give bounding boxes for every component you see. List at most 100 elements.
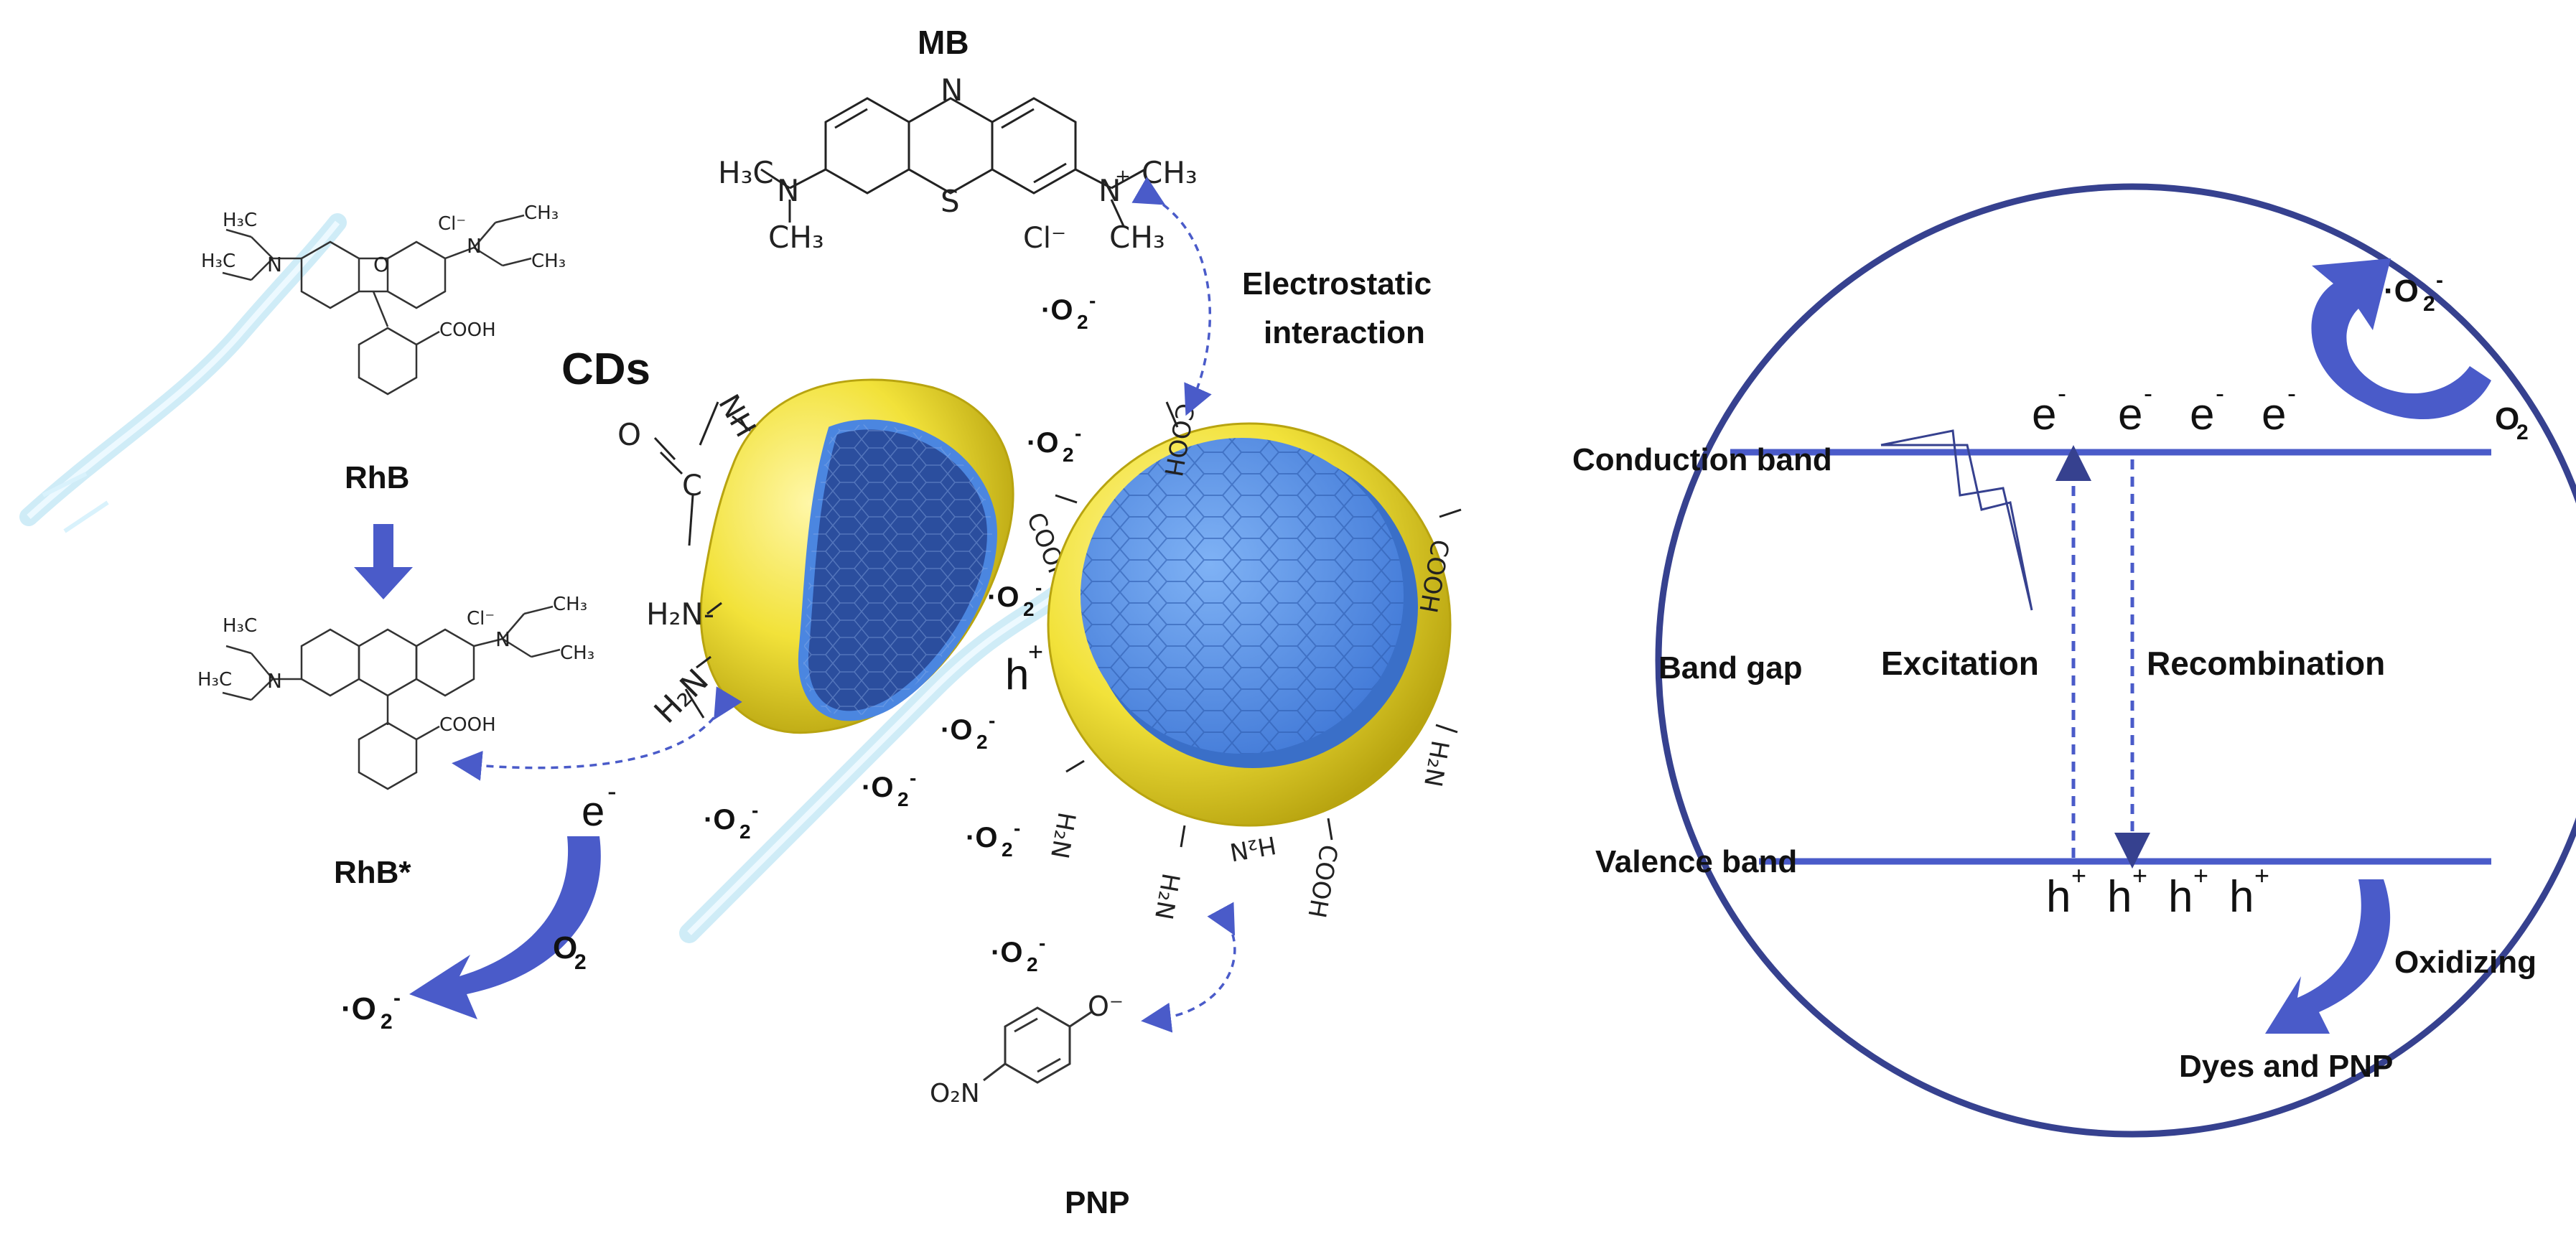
rhb-n-right: N: [467, 234, 482, 258]
cb-electrons: e- e- e- e-: [2032, 378, 2296, 439]
band-gap-label: Band gap: [1658, 650, 1802, 686]
svg-text:2: 2: [2423, 292, 2435, 316]
electron-transfer-arrow: [409, 836, 601, 1019]
superoxide-left: ·O 2 -: [341, 986, 401, 1034]
svg-text:·O: ·O: [1027, 427, 1058, 459]
svg-text:O: O: [553, 930, 577, 965]
reduction-cycle-arrow: [2311, 258, 2491, 419]
svg-text:e: e: [2262, 390, 2286, 439]
rhb-label: RhB: [345, 460, 409, 495]
mb-plus: +: [1115, 166, 1131, 187]
svg-text:h: h: [1005, 650, 1029, 698]
rhbs-n-right: N: [495, 627, 510, 651]
rhbs-cooh: COOH: [439, 714, 496, 736]
hemisphere-functional-groups: [653, 401, 751, 719]
svg-text:2: 2: [381, 1010, 393, 1034]
mb-h3c-left: H₃C: [718, 155, 774, 190]
rhb-star-molecule: [222, 605, 561, 790]
svg-text:2: 2: [1077, 311, 1088, 333]
pnp-o-minus: O⁻: [1088, 991, 1124, 1022]
svg-text:+: +: [2254, 861, 2269, 890]
svg-text:-: -: [2216, 378, 2224, 408]
rhbs-ch3-1: CH₃: [553, 594, 587, 615]
vb-holes: h+ h+ h+ h+: [2046, 861, 2269, 922]
svg-text:-: -: [1089, 289, 1096, 312]
cds-label: CDs: [561, 345, 650, 394]
svg-text:·O: ·O: [987, 581, 1019, 613]
hemi-o: O: [617, 417, 641, 452]
svg-text:·O: ·O: [941, 714, 972, 746]
rhb-ch3-2: CH₃: [531, 251, 566, 272]
svg-text:2: 2: [976, 731, 988, 753]
rhb-molecule: [222, 214, 532, 396]
svg-text:·O: ·O: [2384, 273, 2419, 309]
svg-text:2: 2: [1023, 598, 1035, 620]
rhb-cooh: COOH: [439, 319, 496, 341]
oxidizing-arrow: [2265, 879, 2391, 1034]
svg-text:-: -: [393, 986, 401, 1010]
electron-left: e -: [582, 777, 617, 835]
rhbs-h3c-1: H₃C: [223, 615, 257, 637]
svg-text:e: e: [2118, 390, 2142, 439]
rhb-h3c-2: H₃C: [201, 251, 235, 272]
mb-molecule: [760, 97, 1146, 227]
rhb-n-left: N: [267, 253, 282, 276]
svg-text:+: +: [2071, 861, 2086, 890]
svg-text:2: 2: [574, 950, 587, 974]
pnp-molecule: [983, 1006, 1092, 1084]
svg-text:2: 2: [1063, 444, 1074, 466]
svg-text:+: +: [1028, 637, 1043, 666]
svg-text:h: h: [2229, 872, 2254, 922]
svg-text:2: 2: [739, 820, 751, 843]
svg-text:·O: ·O: [862, 772, 893, 803]
svg-text:-: -: [607, 777, 617, 807]
svg-text:Electrostatic: Electrostatic: [1242, 266, 1432, 301]
rhb-chloride: Cl⁻: [438, 213, 466, 235]
svg-text:O: O: [2495, 401, 2519, 436]
svg-text:·O: ·O: [341, 991, 376, 1026]
superoxide-band: ·O 2 -: [2384, 268, 2443, 316]
pnp-o2n: O₂N: [930, 1079, 980, 1108]
mb-ch3-right-2: CH₃: [1109, 220, 1165, 255]
oxidizing-label: Oxidizing: [2394, 945, 2537, 980]
sphere-h2n-left: H₂N: [1045, 810, 1081, 861]
mb-ch3-left: CH₃: [768, 220, 824, 255]
light-glow-left: [19, 213, 347, 533]
svg-text:-: -: [2436, 268, 2443, 292]
hole-sphere: h +: [1005, 637, 1043, 698]
light-bolt-icon: [1880, 429, 2033, 611]
svg-text:-: -: [989, 709, 995, 731]
cd-hemisphere: [699, 378, 1014, 734]
svg-text:h: h: [2107, 872, 2132, 922]
rhb-h3c-1: H₃C: [223, 210, 257, 231]
sphere-nh2-bottom: H₂N: [1228, 830, 1279, 866]
band-circle: [1655, 183, 2576, 1138]
svg-text:2: 2: [2516, 421, 2529, 444]
svg-text:2: 2: [897, 788, 909, 810]
mb-s-atom: S: [941, 184, 960, 219]
svg-text:e: e: [2032, 390, 2056, 439]
mb-n-atom: N: [941, 73, 963, 108]
rhb-conversion-arrow: [354, 524, 413, 599]
band-diagram: e- e- e- e- h+ h+ h+ h+ Conduction band …: [1572, 183, 2576, 1138]
hemi-h2n: H₂N: [648, 663, 716, 731]
svg-text:2: 2: [1027, 953, 1038, 976]
rhbs-n-left: N: [267, 669, 282, 693]
svg-text:+: +: [2193, 861, 2208, 890]
mb-n-left: N: [777, 173, 799, 208]
svg-text:e: e: [2190, 390, 2214, 439]
pnp-label: PNP: [1065, 1185, 1129, 1220]
sphere-h2n-bottom-left: H₂N: [1149, 871, 1185, 922]
electrostatic-label: Electrostatic interaction: [1242, 266, 1432, 350]
rhbs-ch3-2: CH₃: [560, 642, 594, 664]
dyes-pnp-label: Dyes and PNP: [2179, 1049, 2393, 1084]
svg-text:-: -: [752, 799, 758, 821]
